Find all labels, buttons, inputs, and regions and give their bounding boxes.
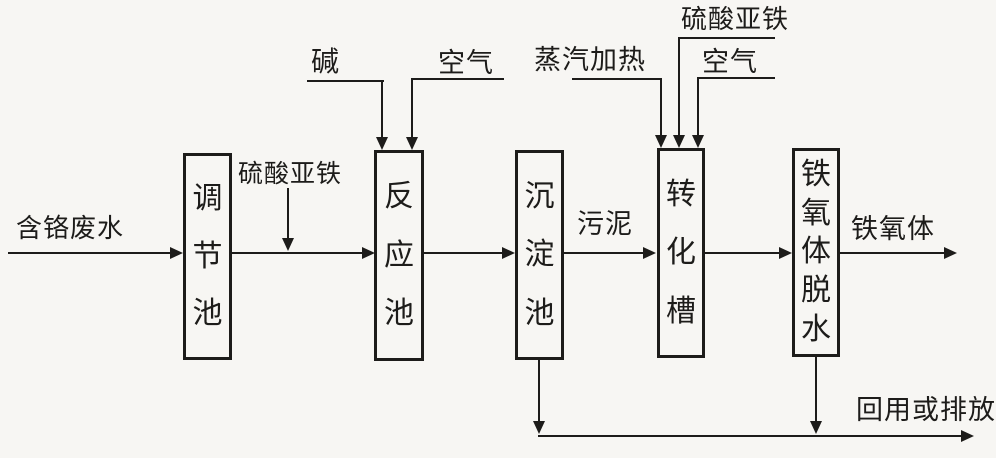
ferrite-output-arrowhead xyxy=(944,247,957,259)
air-feed-conversion-hline xyxy=(697,77,775,79)
ferrous-sulfate-feed-label: 硫酸亚铁 xyxy=(238,159,343,188)
line-conversion-to-dewatering xyxy=(705,252,779,254)
arrowhead-into-adjustment-tank xyxy=(170,247,183,259)
input-stream-label: 含铬废水 xyxy=(16,214,125,244)
sludge-stream-label: 污泥 xyxy=(577,209,633,240)
steam-heating-feed-hline xyxy=(572,78,662,80)
air-feed-reaction-vline xyxy=(411,78,413,138)
sedimentation-tank-box: 沉淀池 xyxy=(515,150,564,360)
reuse-discharge-label: 回用或排放 xyxy=(856,395,996,426)
ferrite-product-label: 铁氧体 xyxy=(851,214,935,245)
sedimentation-tank-label: 沉淀池 xyxy=(524,178,555,331)
dewatering-drain-vline xyxy=(815,357,817,421)
steam-heating-feed-label: 蒸汽加热 xyxy=(534,45,646,76)
alkali-feed-label: 碱 xyxy=(311,45,341,78)
ferrous-sulfate-feed-arrowhead xyxy=(282,238,294,251)
ferrous-sulfate-conversion-label: 硫酸亚铁 xyxy=(681,5,790,35)
steam-heating-feed-arrowhead xyxy=(655,135,667,148)
alkali-feed-vline xyxy=(381,80,383,138)
adjustment-tank-box: 调节池 xyxy=(183,153,232,360)
input-flow-line xyxy=(8,252,170,254)
sedimentation-drain-arrowhead xyxy=(533,421,545,434)
adjustment-tank-label: 调节池 xyxy=(192,180,223,332)
arrowhead-into-conversion-tank xyxy=(643,247,656,259)
ferrite-dewatering-label: 铁氧体脱水 xyxy=(801,156,831,348)
air-feed-reaction-hline xyxy=(412,78,504,80)
conversion-tank-box: 转化槽 xyxy=(657,148,705,358)
conversion-tank-label: 转化槽 xyxy=(666,176,696,329)
discharge-arrowhead xyxy=(961,430,974,442)
sedimentation-drain-vline xyxy=(538,360,540,421)
line-adjustment-to-reaction xyxy=(232,252,362,254)
ferrous-sulfate-conversion-arrowhead xyxy=(673,135,685,148)
air-feed-reaction-arrowhead xyxy=(406,137,418,150)
ferrous-sulfate-feed-line xyxy=(287,188,289,238)
air-feed-conversion-vline xyxy=(697,77,699,135)
arrowhead-into-sedimentation-tank xyxy=(502,247,515,259)
dewatering-drain-arrowhead xyxy=(810,421,822,434)
reaction-tank-box: 反应池 xyxy=(374,150,424,361)
arrowhead-into-reaction-tank xyxy=(362,247,375,259)
air-feed-reaction-label: 空气 xyxy=(438,48,494,79)
ferrite-output-line xyxy=(840,252,944,254)
line-sedimentation-to-conversion xyxy=(564,252,643,254)
discharge-line xyxy=(538,435,961,437)
arrowhead-into-dewatering xyxy=(779,247,792,259)
ferrous-sulfate-conversion-vline xyxy=(678,37,680,135)
air-feed-conversion-arrowhead xyxy=(692,135,704,148)
reaction-tank-label: 反应池 xyxy=(384,178,414,332)
line-reaction-to-sedimentation xyxy=(424,252,502,254)
ferrous-sulfate-conversion-hline xyxy=(678,37,775,39)
alkali-feed-hline xyxy=(307,80,384,82)
alkali-feed-arrowhead xyxy=(376,137,388,150)
steam-heating-feed-vline xyxy=(660,78,662,135)
air-feed-conversion-label: 空气 xyxy=(702,47,758,78)
ferrite-dewatering-box: 铁氧体脱水 xyxy=(792,148,840,357)
